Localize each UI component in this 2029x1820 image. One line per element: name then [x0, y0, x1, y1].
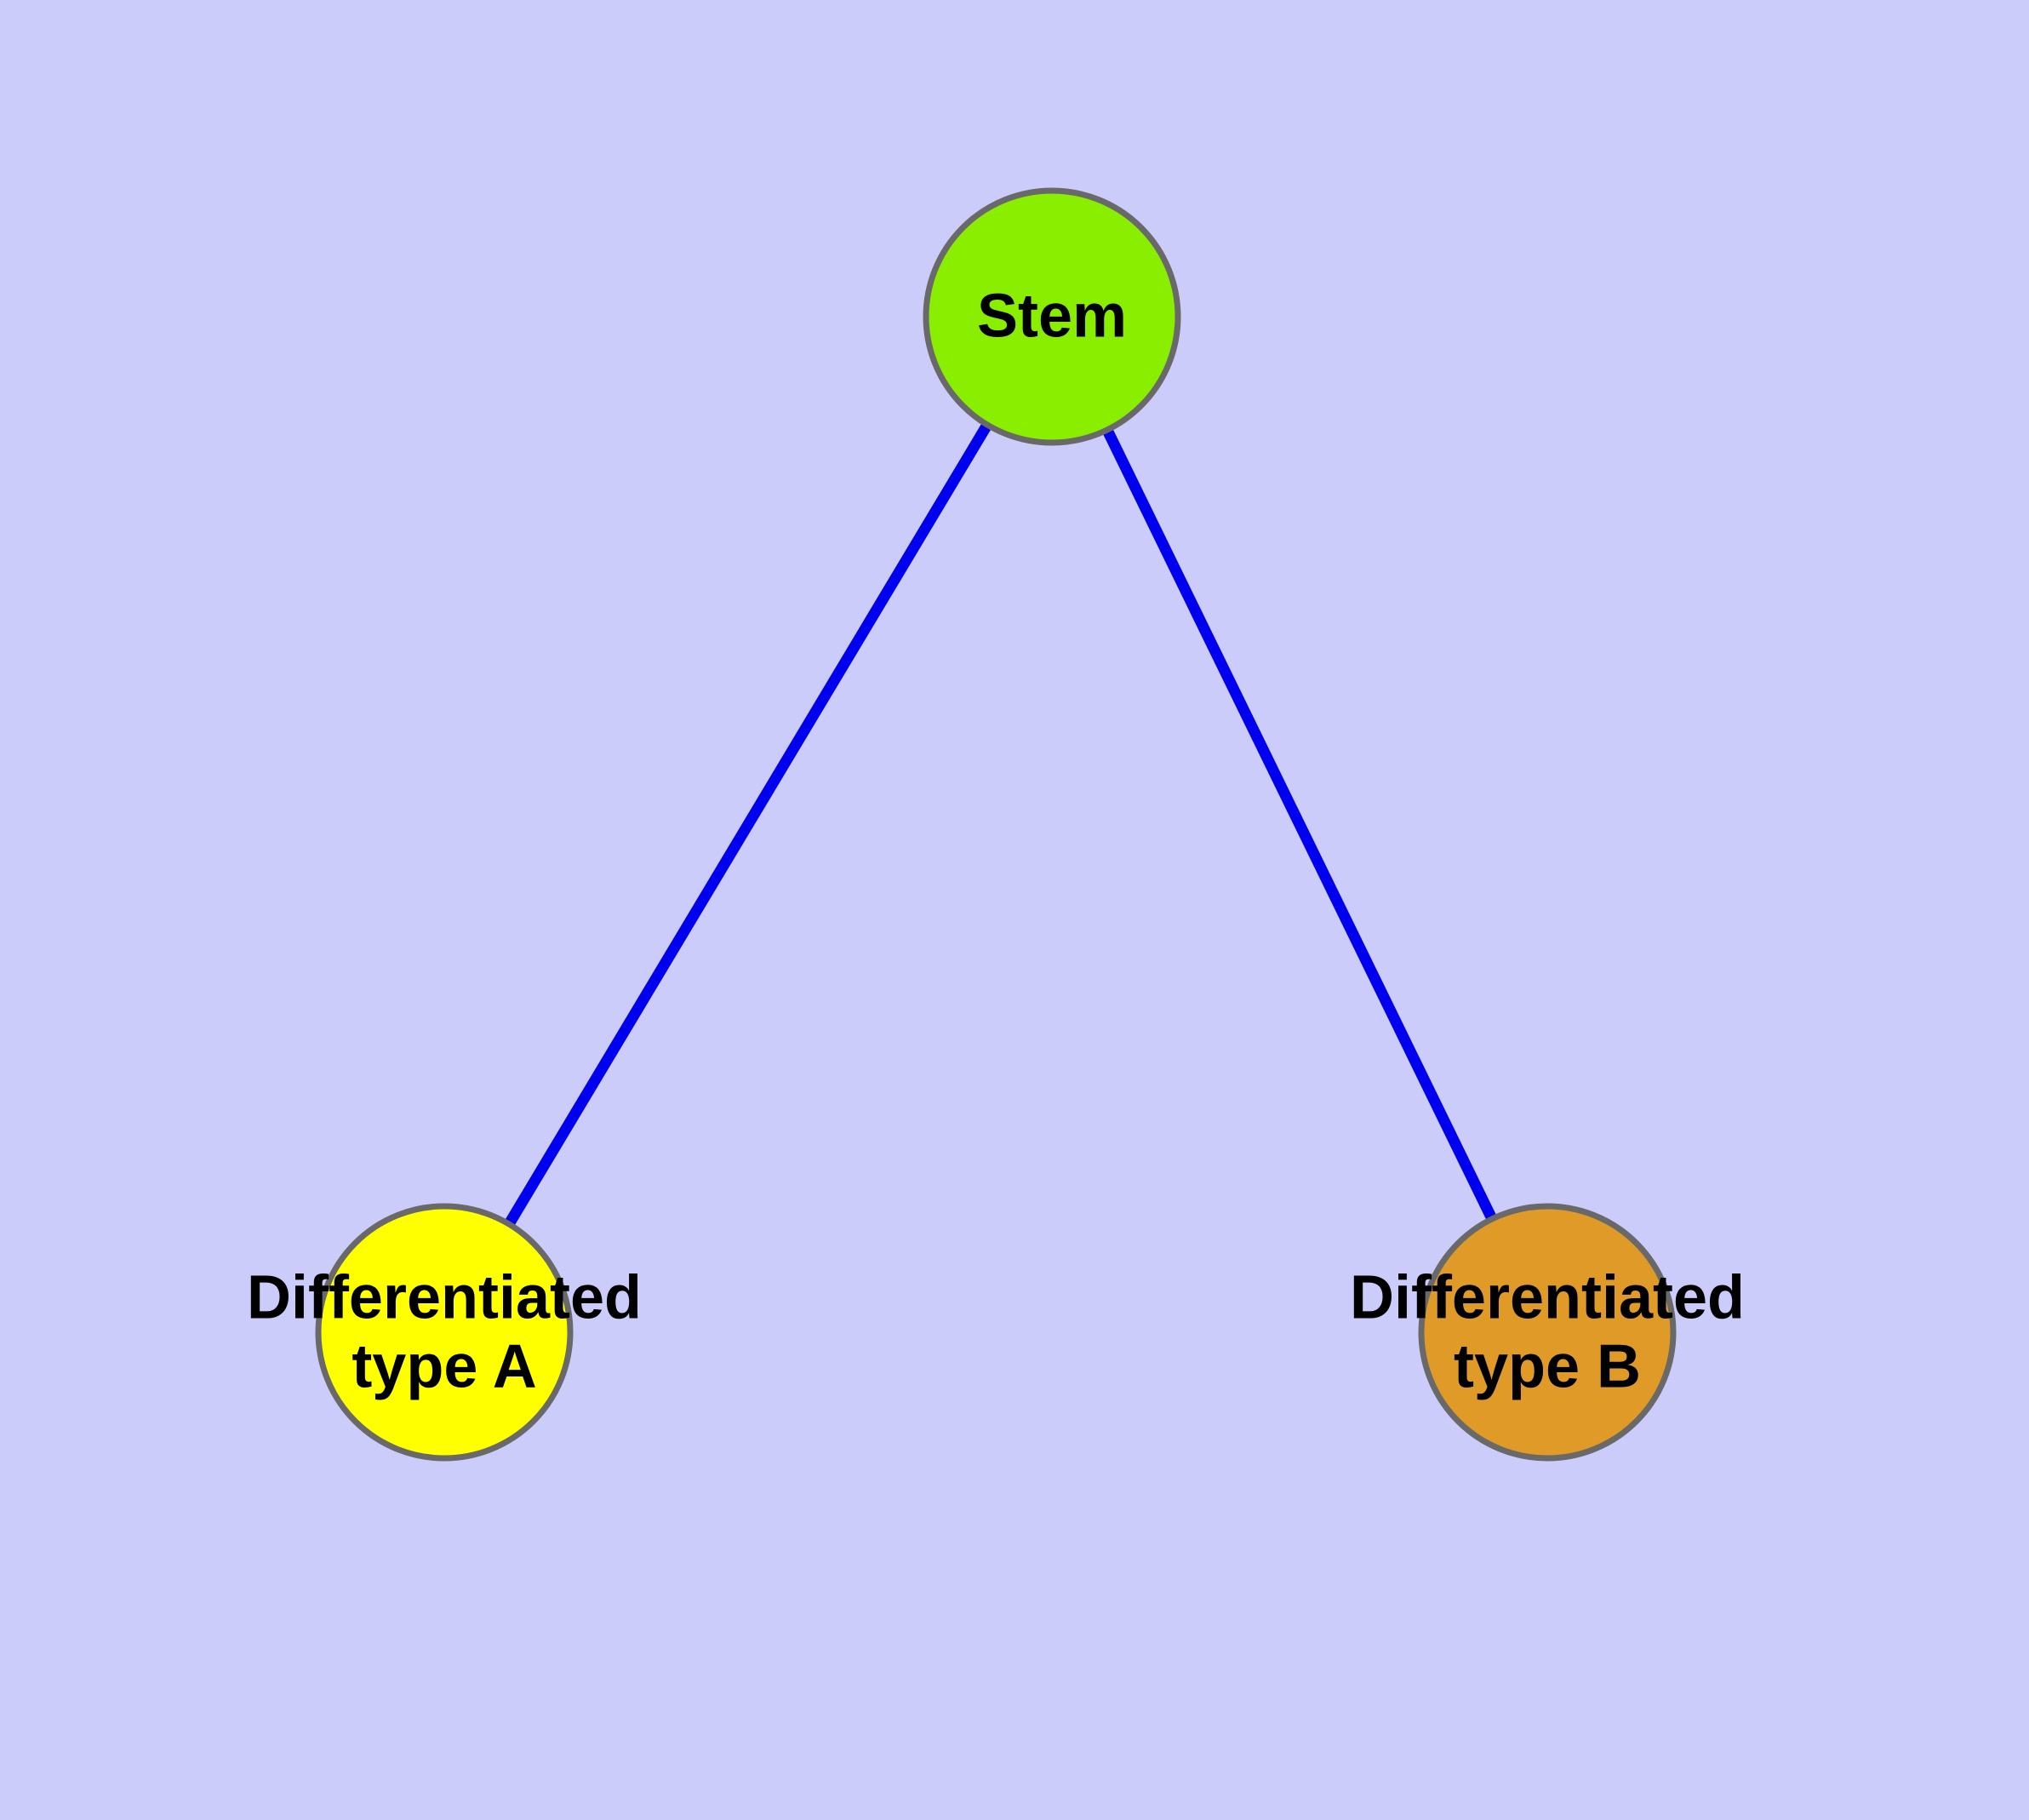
node-stem[interactable] [923, 187, 1181, 446]
node-diff-a[interactable] [315, 1203, 574, 1462]
edge-stem-to-diff-b[interactable] [1102, 427, 1497, 1222]
node-diff-b[interactable] [1418, 1203, 1677, 1462]
edge-stem-to-diff-a[interactable] [504, 421, 992, 1228]
